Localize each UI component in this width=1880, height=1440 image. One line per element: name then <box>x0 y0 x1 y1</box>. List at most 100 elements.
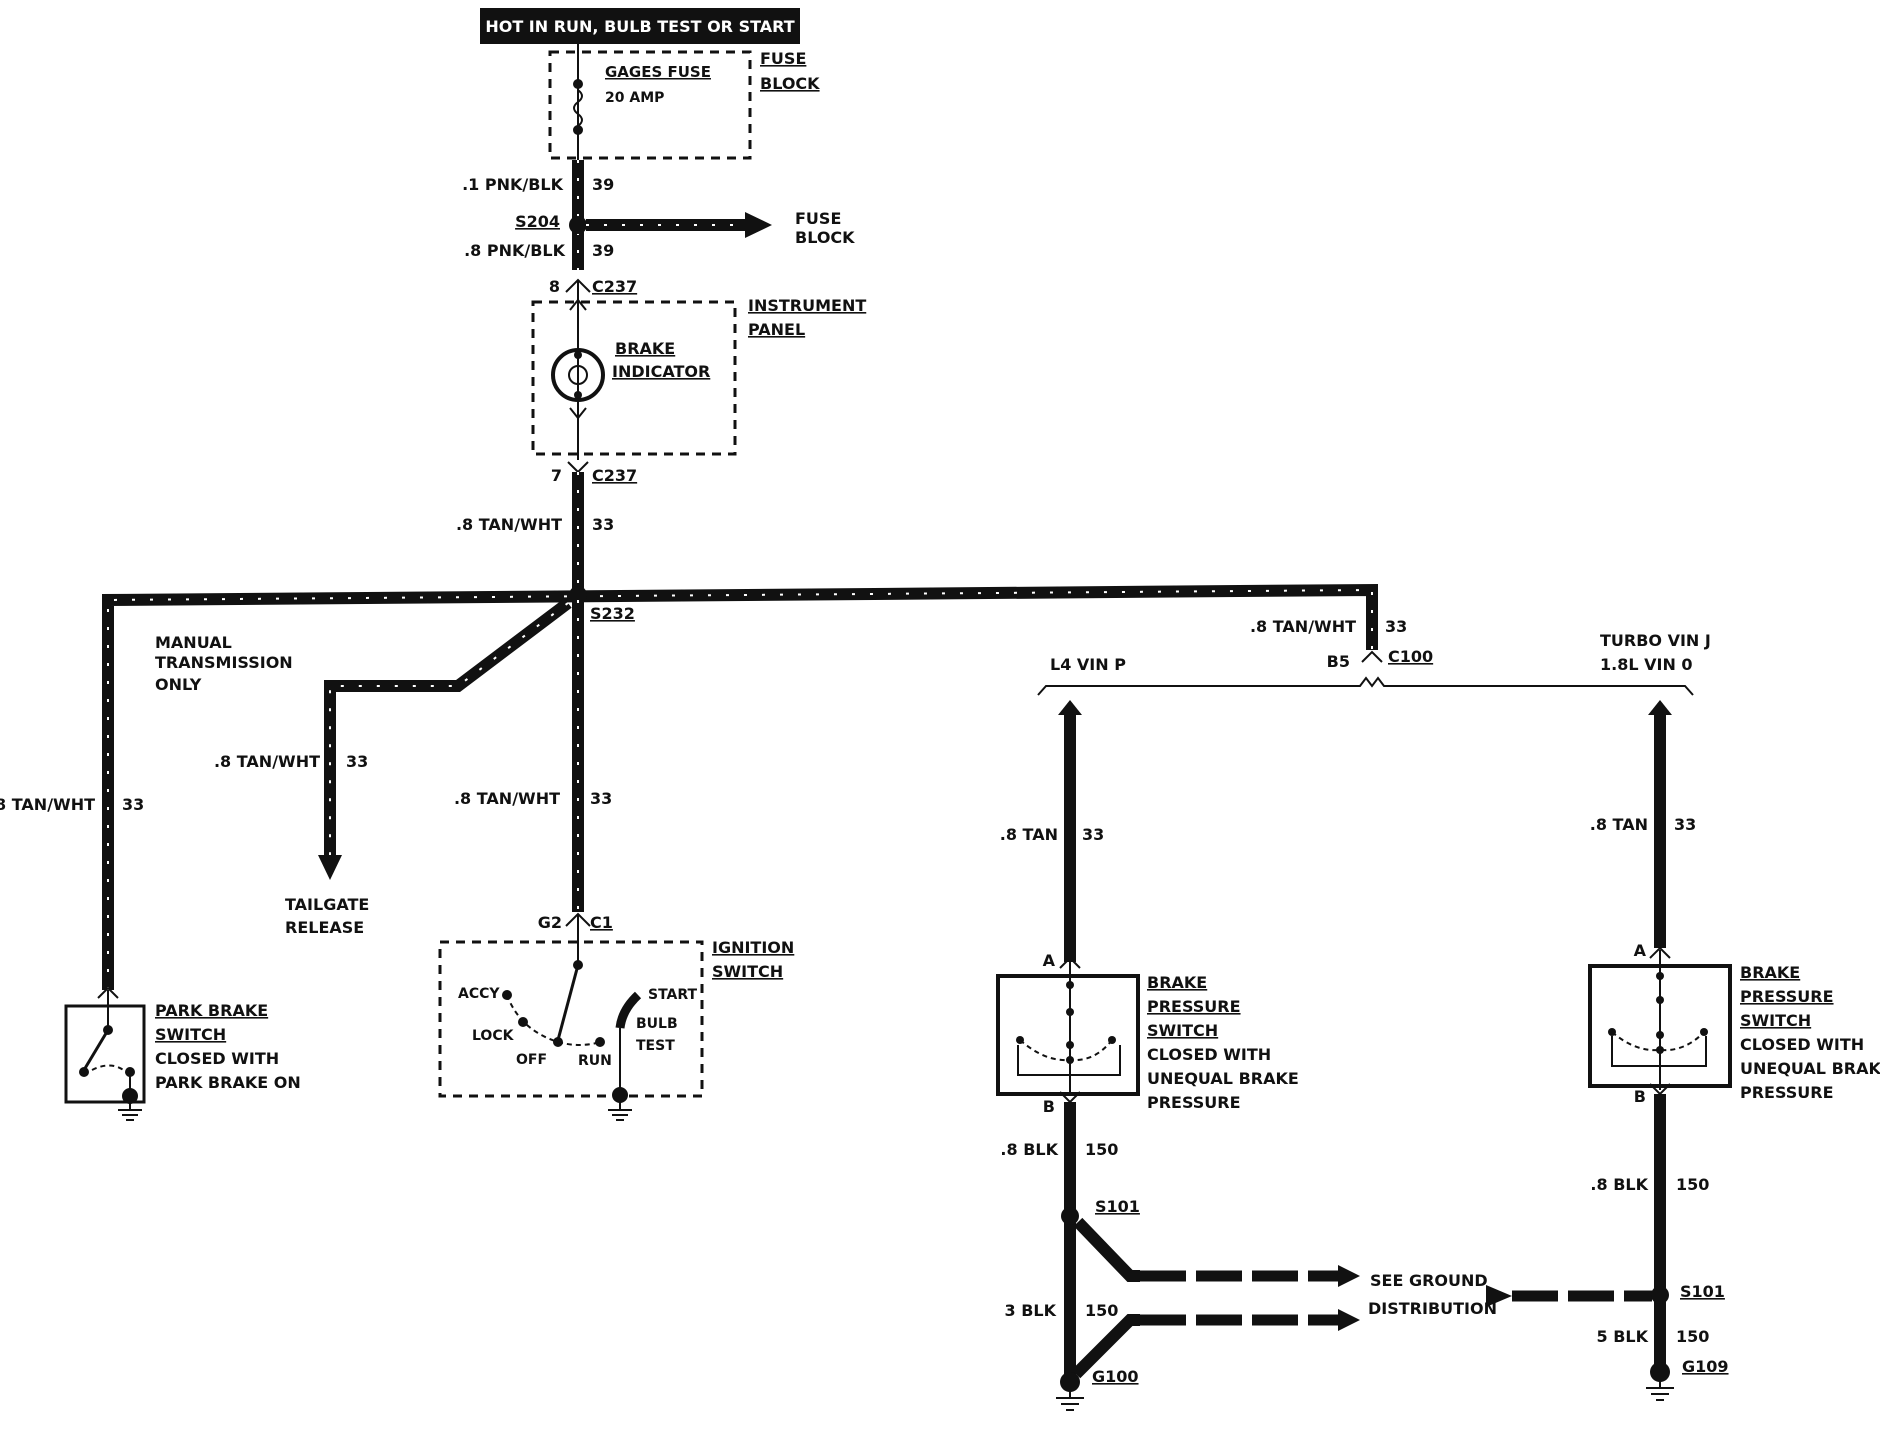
ps-right-label-1: BRAKE <box>1740 963 1800 982</box>
ignition-switch-box <box>438 940 704 1098</box>
fuse-name: GAGES FUSE <box>605 63 711 81</box>
wire-circuit-33-right: 33 <box>1674 815 1696 834</box>
manual-trans-label-2: TRANSMISSION <box>155 653 293 672</box>
connector-c1: C1 <box>590 913 613 932</box>
wire-circuit-33-tailgate: 33 <box>346 752 368 771</box>
wire-circuit-39a: 39 <box>592 175 614 194</box>
wire-circuit-33-c100: 33 <box>1385 617 1407 636</box>
brake-indicator-label-2: INDICATOR <box>612 362 710 381</box>
wire-label-tan-wht-tailgate: .8 TAN/WHT <box>214 752 320 771</box>
pressure-switch-left-icon <box>1016 960 1121 1092</box>
arrow-to-fuse-block <box>745 212 772 238</box>
wire-label-blk3: 3 BLK <box>1005 1301 1057 1320</box>
wire-circuit-33-main: 33 <box>592 515 614 534</box>
instrument-panel-box <box>531 300 737 456</box>
ps-left-label-4: CLOSED WITH <box>1147 1045 1271 1064</box>
wire-circuit-150-left-b: 150 <box>1085 1301 1118 1320</box>
wire-circuit-33-park: 33 <box>122 795 144 814</box>
wire-label-tan-wht-c100: .8 TAN/WHT <box>1250 617 1356 636</box>
ignition-label-2: SWITCH <box>712 962 783 981</box>
splice-s101-right <box>1651 1286 1669 1304</box>
park-brake-label-4: PARK BRAKE ON <box>155 1073 301 1092</box>
wire-circuit-33-ign: 33 <box>590 789 612 808</box>
ign-start: START <box>648 987 698 1003</box>
wire-label-tan-right: .8 TAN <box>1590 815 1648 834</box>
wire-label-pnk-blk-1: .1 PNK/BLK <box>462 175 564 194</box>
ground-ref-label-1: SEE GROUND <box>1370 1271 1488 1290</box>
header-bar <box>480 8 800 44</box>
connector-c100: C100 <box>1388 647 1433 666</box>
splice-s232-label: S232 <box>590 604 635 623</box>
pin-b-left: B <box>1043 1097 1055 1116</box>
splice-s204-label: S204 <box>515 212 560 231</box>
pressure-switch-right-icon <box>1608 950 1708 1090</box>
wire-label-tan-wht-ign: .8 TAN/WHT <box>454 789 560 808</box>
park-brake-switch-icon <box>82 1029 110 1071</box>
arrow-to-tailgate <box>318 855 342 880</box>
park-brake-label-1: PARK BRAKE <box>155 1001 268 1020</box>
pin-a-left: A <box>1043 951 1056 970</box>
ps-left-label-2: PRESSURE <box>1147 997 1241 1016</box>
ground-g100: G100 <box>1092 1367 1139 1386</box>
ground-icon-park <box>118 1102 142 1121</box>
instrument-panel-label-2: PANEL <box>748 320 805 339</box>
ps-right-label-4: CLOSED WITH <box>1740 1035 1864 1054</box>
park-brake-switch-box <box>64 1004 146 1104</box>
fuse-rating: 20 AMP <box>605 90 664 106</box>
splice-s232 <box>569 586 587 604</box>
tailgate-label-2: RELEASE <box>285 918 364 937</box>
ign-off: OFF <box>516 1052 547 1068</box>
wire-label-tan-left: .8 TAN <box>1000 825 1058 844</box>
connector-c237-top: C237 <box>592 277 637 296</box>
ps-left-label-1: BRAKE <box>1147 973 1207 992</box>
fuse-block-box <box>548 50 752 160</box>
ground-g109: G109 <box>1682 1357 1729 1376</box>
manual-trans-label-1: MANUAL <box>155 633 232 652</box>
ground-icon-g100 <box>1056 1390 1084 1411</box>
wire-label-tan-wht-park: .8 TAN/WHT <box>0 795 95 814</box>
tailgate-label-1: TAILGATE <box>285 895 369 914</box>
wire-circuit-150-left-a: 150 <box>1085 1140 1118 1159</box>
pin-b-right: B <box>1634 1087 1646 1106</box>
fuse-location-1: FUSE <box>760 49 806 68</box>
brake-indicator-bulb-icon <box>568 365 588 385</box>
ps-right-label-3: SWITCH <box>1740 1011 1811 1030</box>
wire-circuit-150-right-a: 150 <box>1676 1175 1709 1194</box>
pressure-switch-left-box <box>996 974 1140 1096</box>
ps-left-label-5: UNEQUAL BRAKE <box>1147 1069 1299 1088</box>
pin-a-right: A <box>1634 941 1647 960</box>
ign-accy: ACCY <box>458 986 500 1002</box>
fuse-icon <box>573 89 583 127</box>
fuse-location-2: BLOCK <box>760 74 820 93</box>
ps-left-label-6: PRESSURE <box>1147 1093 1241 1112</box>
ign-test: TEST <box>636 1038 675 1054</box>
header-text: HOT IN RUN, BULB TEST OR START <box>485 17 794 36</box>
splice-s204 <box>569 216 587 234</box>
park-brake-label-2: SWITCH <box>155 1025 226 1044</box>
wire-label-blk8-left: .8 BLK <box>1000 1140 1058 1159</box>
park-brake-label-3: CLOSED WITH <box>155 1049 279 1068</box>
ign-lock: LOCK <box>472 1028 515 1044</box>
wire-label-blk5: 5 BLK <box>1597 1327 1649 1346</box>
ps-right-label-6: PRESSURE <box>1740 1083 1834 1102</box>
wire-label-tan-wht-main: .8 TAN/WHT <box>456 515 562 534</box>
ign-bulb: BULB <box>636 1016 678 1032</box>
variant-turbo-1: TURBO VIN J <box>1600 631 1711 650</box>
pin-7: 7 <box>551 466 562 485</box>
ps-left-label-3: SWITCH <box>1147 1021 1218 1040</box>
instrument-panel-label-1: INSTRUMENT <box>748 296 866 315</box>
variant-turbo-2: 1.8L VIN 0 <box>1600 655 1693 674</box>
ignition-label-1: IGNITION <box>712 938 794 957</box>
splice-s101-left-label: S101 <box>1095 1197 1140 1216</box>
wire-circuit-150-right-b: 150 <box>1676 1327 1709 1346</box>
brake-indicator-label-1: BRAKE <box>615 339 675 358</box>
wire-label-blk8-right: .8 BLK <box>1590 1175 1648 1194</box>
ignition-switch-icon <box>556 964 580 1041</box>
wire-circuit-33-left: 33 <box>1082 825 1104 844</box>
ign-run: RUN <box>578 1053 612 1069</box>
pin-8: 8 <box>549 277 560 296</box>
wire-circuit-39b: 39 <box>592 241 614 260</box>
wire-label-pnk-blk-2: .8 PNK/BLK <box>464 241 566 260</box>
ground-ref-label-2: DISTRIBUTION <box>1368 1299 1497 1318</box>
pin-g2: G2 <box>538 913 562 932</box>
